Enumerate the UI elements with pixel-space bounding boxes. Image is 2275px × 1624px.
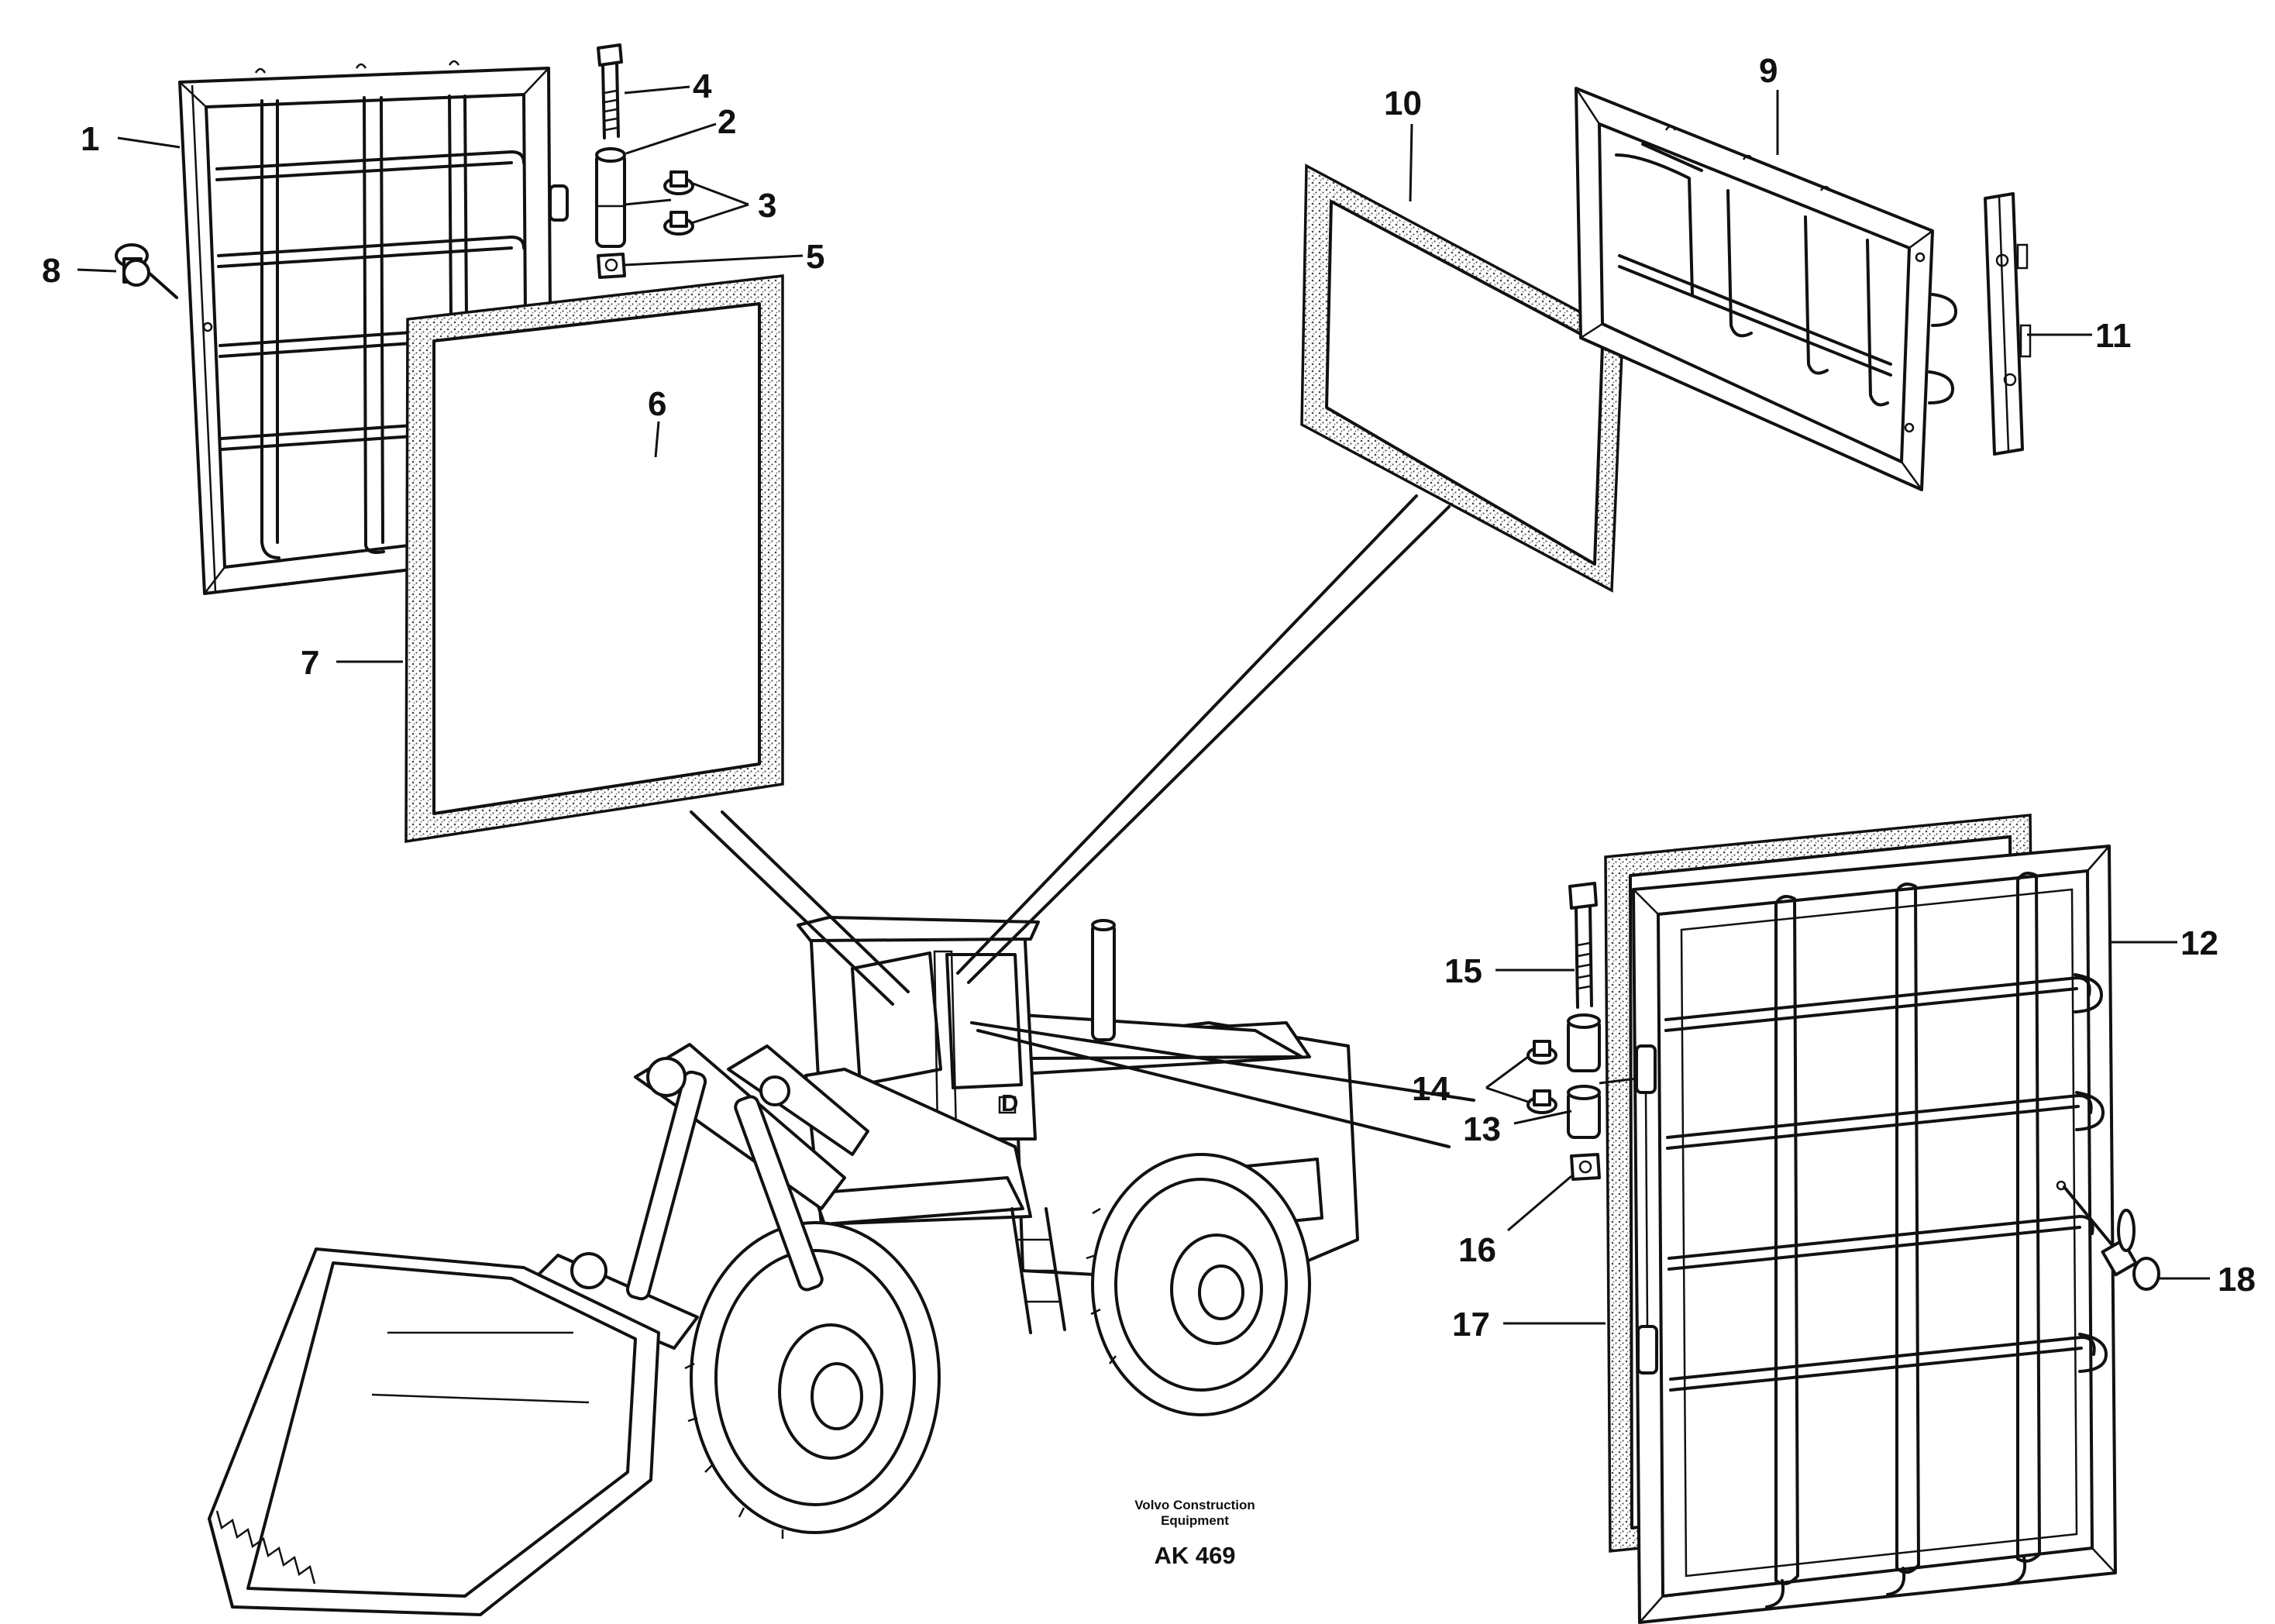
callout-9: 9 (1759, 52, 1778, 90)
callout-13: 13 (1463, 1110, 1501, 1148)
part-9-side-guard-grille (1575, 87, 1957, 491)
part-12-front-guard-grille (1632, 845, 2117, 1624)
callout-14: 14 (1412, 1070, 1450, 1108)
callout-5: 5 (806, 238, 824, 276)
part-10-window-gasket-right (1300, 163, 1624, 593)
part-18-latch-pin-right (2063, 1185, 2160, 1291)
callout-11: 11 (2095, 317, 2132, 355)
callout-3: 3 (758, 187, 776, 225)
credit-line-2: Equipment (1161, 1513, 1229, 1528)
callout-7: 7 (301, 644, 319, 682)
callout-2: 2 (718, 103, 736, 141)
callout-8: 8 (42, 252, 60, 290)
part-8-latch-pin-left (115, 243, 178, 299)
callout-17: 17 (1452, 1306, 1490, 1344)
hinge-bolt-assembly-right (1526, 882, 1637, 1181)
callout-15: 15 (1444, 952, 1482, 990)
hinge-bolt-assembly-left (595, 43, 694, 279)
callout-leaders (77, 85, 2210, 1325)
publisher-credit: Volvo Construction Equipment AK 469 (1134, 1498, 1255, 1569)
callout-12: 12 (2180, 924, 2218, 962)
callout-4: 4 (693, 67, 712, 105)
wheel-loader-illustration: D (208, 494, 1475, 1616)
part-11-hinge-strip (1984, 192, 2032, 456)
callout-labels: 1 2 3 4 5 6 7 8 9 10 11 12 13 14 15 16 1… (42, 52, 2256, 1344)
part-7-window-gasket-left (404, 274, 784, 844)
callout-10: 10 (1384, 84, 1422, 122)
credit-line-1: Volvo Construction (1134, 1498, 1255, 1512)
cab-door-mark: D (1001, 1089, 1018, 1116)
diagram-reference-code: AK 469 (1154, 1542, 1235, 1569)
callout-18: 18 (2218, 1261, 2256, 1299)
callout-1: 1 (81, 120, 99, 158)
callout-6: 6 (648, 385, 666, 423)
callout-16: 16 (1458, 1231, 1496, 1269)
